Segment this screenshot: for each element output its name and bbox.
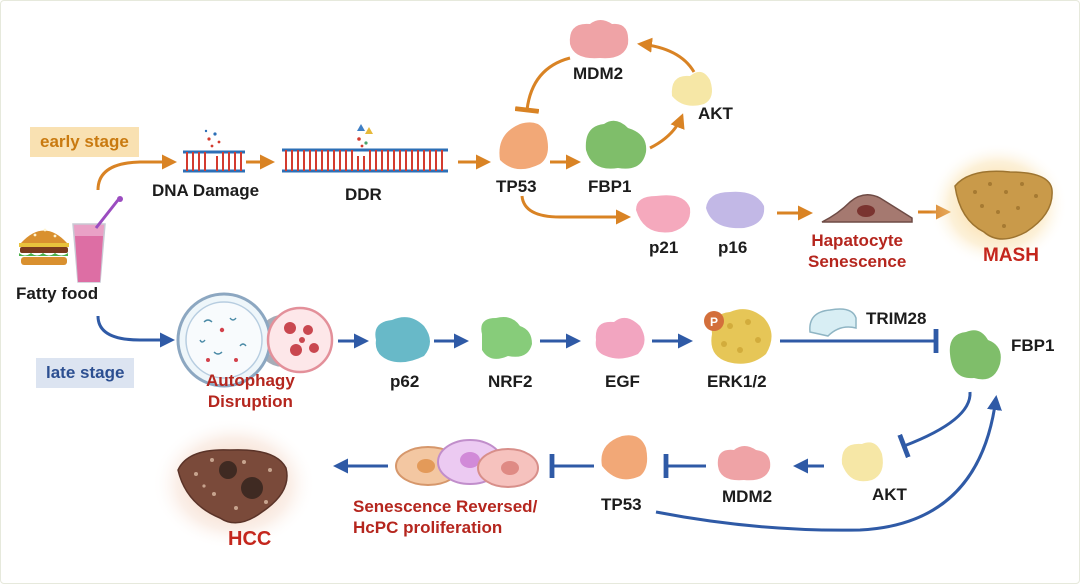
arrow-food-to-dna — [96, 154, 177, 191]
arrow-food-to-autophagy — [96, 315, 175, 348]
early-stage-badge: early stage — [30, 127, 139, 157]
inhibit-fbp1-akt — [897, 391, 972, 459]
p62-label: p62 — [390, 372, 420, 391]
ddr-icon — [282, 124, 448, 173]
hepatocyte-senescence-line1: Hapatocyte — [811, 231, 903, 250]
autophagy-icon — [176, 292, 334, 388]
senescence-reversed-label: Senescence Reversed/ HcPC proliferation — [353, 496, 537, 538]
dna-damage-label: DNA Damage — [152, 181, 260, 200]
hcc-liver-icon — [152, 418, 316, 550]
late-stage-badge: late stage — [36, 358, 135, 388]
mash-label: MASH — [983, 245, 1039, 266]
mdm2-late-protein-icon — [717, 446, 771, 481]
tp53-protein-icon — [499, 122, 548, 170]
nrf2-protein-icon — [481, 317, 532, 359]
fatty-food-icon — [19, 196, 123, 283]
fbp1-label: FBP1 — [588, 177, 632, 196]
hepatocyte-senescence-line2: Senescence — [808, 252, 907, 271]
fatty-food-label: Fatty food — [16, 284, 99, 303]
phospho-badge-label: P — [710, 315, 718, 329]
senescence-reversed-line2: HcPC proliferation — [353, 518, 503, 537]
akt-late-label: AKT — [872, 485, 907, 504]
fbp1-late-protein-icon — [949, 330, 1001, 380]
egf-label: EGF — [605, 372, 640, 391]
p16-label: p16 — [718, 238, 748, 257]
trim28-protein-icon — [809, 308, 857, 337]
mash-liver-icon — [928, 143, 1068, 267]
p21-protein-icon — [636, 195, 691, 233]
late-arrows — [96, 315, 1002, 532]
erk-label: ERK1/2 — [707, 372, 767, 391]
fbp1-late-label: FBP1 — [1011, 336, 1055, 355]
nrf2-label: NRF2 — [488, 372, 533, 391]
dna-damage-icon — [183, 129, 245, 173]
autophagy-line2: Disruption — [207, 392, 293, 411]
proliferating-cells-icon — [395, 439, 539, 488]
ddr-label: DDR — [345, 185, 382, 204]
arrow-tp53-to-p21 — [520, 195, 631, 225]
trim28-label: TRIM28 — [866, 309, 927, 328]
arrow-tp53-to-fbp1 — [655, 395, 1002, 532]
hcc-label: HCC — [228, 528, 272, 550]
senescent-hepatocyte-icon — [821, 194, 913, 223]
fbp1-protein-icon — [585, 120, 647, 169]
tp53-label: TP53 — [496, 177, 537, 196]
mdm2-late-label: MDM2 — [722, 487, 773, 506]
p16-protein-icon — [706, 191, 765, 229]
mdm2-protein-icon — [569, 20, 629, 59]
tp53-late-protein-icon — [601, 435, 648, 480]
mdm2-label: MDM2 — [573, 64, 624, 83]
erk-protein-icon — [711, 309, 772, 364]
senescence-reversed-line1: Senescence Reversed/ — [353, 497, 538, 516]
autophagy-line1: Autophagy — [206, 371, 295, 390]
arrow-akt-to-mdm2 — [637, 37, 696, 73]
akt-protein-icon — [671, 71, 712, 106]
hepatocyte-senescence-label: Hapatocyte Senescence — [808, 230, 906, 272]
egf-protein-icon — [595, 317, 645, 359]
akt-late-protein-icon — [841, 442, 883, 482]
akt-label: AKT — [698, 104, 733, 123]
tp53-late-label: TP53 — [601, 495, 642, 514]
arrow-fbp1-to-akt — [649, 113, 685, 150]
inhibit-mdm2-tp53 — [514, 56, 571, 114]
phospho-badge-icon — [704, 311, 724, 331]
p62-protein-icon — [375, 317, 430, 363]
autophagy-disruption-label: Autophagy Disruption — [206, 370, 295, 412]
p21-label: p21 — [649, 238, 679, 257]
